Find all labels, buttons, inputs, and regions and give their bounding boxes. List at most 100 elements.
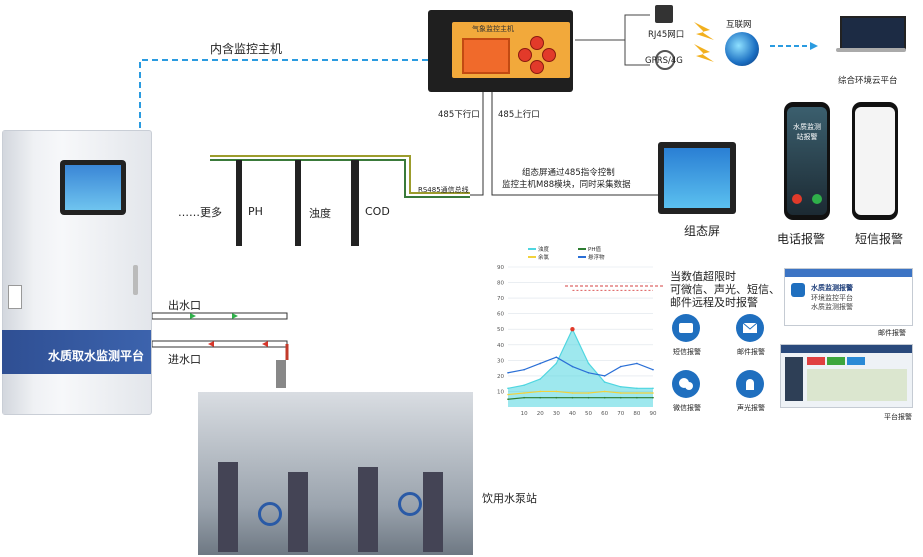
inlet-label: 进水口 (168, 353, 201, 366)
x-tick-label: 70 (617, 411, 624, 417)
data-point (587, 396, 590, 399)
data-point (539, 390, 542, 393)
phone-sms (852, 102, 898, 220)
wechat-alarm-icon (672, 370, 700, 398)
cabinet-handle (133, 265, 138, 295)
data-point (507, 393, 509, 396)
wireless-icon (655, 50, 675, 70)
data-point (555, 390, 558, 393)
x-tick-label: 30 (553, 411, 560, 417)
controller-title: 气象监控主机 (472, 25, 514, 33)
cabinet-touchscreen (60, 160, 126, 215)
globe-icon (725, 32, 759, 66)
data-point (587, 371, 590, 374)
monitoring-host: 气象监控主机 (428, 10, 573, 92)
host-embedded-label: 内含监控主机 (210, 42, 283, 56)
data-point (603, 381, 606, 383)
more-sensors-label: ……更多 (178, 206, 222, 219)
alarm-text-3: 邮件远程及时报警 (670, 296, 758, 309)
phone-caller: 水质监测站报警 (793, 123, 821, 141)
controller-key-right (542, 48, 556, 62)
data-point (555, 362, 558, 365)
series-line-0 (507, 327, 653, 389)
internet-label: 互联网 (726, 20, 752, 30)
turbidity-label: 浊度 (309, 207, 331, 220)
phone-call: 水质监测站报警 (784, 102, 830, 220)
turbidity-sensor (295, 160, 301, 246)
series-line-2 (507, 390, 653, 396)
alarm-text-1: 当数值超限时 (670, 270, 736, 283)
x-tick-label: 10 (521, 411, 528, 417)
data-point (523, 368, 525, 371)
legend-label: 余氯 (538, 253, 550, 261)
valve-icon (276, 360, 286, 388)
data-point (571, 392, 574, 394)
data-point (555, 396, 558, 399)
sms-alarm-icon (672, 314, 700, 342)
data-point (571, 396, 574, 399)
data-point (507, 398, 509, 401)
data-point (507, 387, 509, 390)
gprs-label: GPRS/4G (645, 56, 683, 66)
data-point (652, 387, 654, 390)
legend-label: 悬浮物 (588, 253, 605, 261)
x-tick-label: 50 (585, 411, 592, 417)
mail-popup-title: 水质监测报警 (811, 284, 853, 292)
y-tick-label: 40 (497, 343, 504, 349)
outlet-label: 出水口 (168, 299, 201, 312)
hmi-label: 组态屏 (684, 224, 721, 238)
data-point (523, 384, 525, 387)
data-point (571, 365, 574, 368)
data-point (523, 396, 525, 399)
legend-label: PH值 (588, 245, 601, 253)
y-tick-label: 90 (497, 265, 504, 271)
alarm-light-label: 声光报警 (737, 404, 765, 412)
data-point (539, 378, 542, 380)
platform-screenshot (780, 344, 913, 408)
series-line-1 (507, 397, 653, 400)
ph-sensor (236, 160, 242, 246)
legend-swatch (528, 248, 536, 250)
cabinet-lock (8, 285, 22, 309)
data-point (619, 396, 622, 399)
legend-label: 浊度 (538, 245, 550, 253)
data-point (619, 385, 622, 388)
legend-swatch (578, 256, 586, 258)
alarm-sms-label: 短信报警 (673, 348, 701, 356)
cod-label: COD (365, 205, 390, 218)
alarm-text-2: 可微信、声光、短信、 (670, 283, 780, 296)
controller-key-down (530, 60, 544, 74)
y-tick-label: 20 (497, 374, 504, 380)
data-point (619, 392, 622, 394)
rj45-icon (655, 5, 673, 23)
cabinet-title: 水质取水监测平台 (48, 349, 145, 363)
cod-sensor (351, 160, 359, 246)
data-point (603, 390, 606, 393)
port-down-label: 485下行口 (438, 110, 480, 120)
mail-alarm-icon (736, 314, 764, 342)
controller-lcd (462, 38, 510, 74)
controller-key-up (530, 36, 544, 50)
hmi-desc-1: 组态屏通过485指令控制 (522, 168, 615, 178)
data-point (507, 371, 509, 374)
legend-swatch (578, 248, 586, 250)
data-point (619, 365, 622, 368)
data-point (652, 396, 654, 399)
phone-alarm-label: 电话报警 (777, 232, 826, 246)
data-point (636, 396, 638, 399)
peak-marker (570, 327, 575, 332)
y-tick-label: 80 (497, 281, 504, 287)
mail-alarm-label: 邮件报警 (878, 329, 906, 337)
series-area-0 (508, 329, 653, 407)
mail-popup: 水质监测报警 环境监控平台 水质监测报警 (784, 268, 913, 326)
cloud-label: 综合环境云平台 (838, 76, 898, 86)
data-point (636, 362, 638, 365)
alarm-wechat-label: 微信报警 (673, 404, 701, 412)
x-tick-label: 80 (633, 411, 640, 417)
light-alarm-icon (736, 370, 764, 398)
y-tick-label: 30 (497, 358, 504, 364)
controller-key-left (518, 48, 532, 62)
port-up-label: 485上行口 (498, 110, 540, 120)
x-tick-label: 20 (537, 411, 544, 417)
